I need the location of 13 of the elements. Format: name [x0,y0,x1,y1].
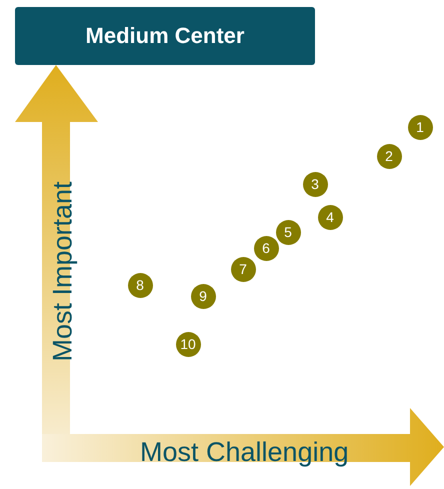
numbered-marker: 4 [318,204,342,230]
title-banner: Medium Center [15,7,315,65]
numbered-marker: 10 [176,332,200,356]
x-axis-title: Most Challenging [140,437,349,468]
numbered-marker: 6 [254,236,278,260]
numbered-marker: 7 [230,256,256,282]
numbered-marker: 5 [276,220,300,244]
numbered-marker: 9 [190,284,216,308]
numbered-marker: 3 [302,172,328,196]
y-axis-title: Most Important [48,180,78,364]
numbered-marker: 2 [376,144,402,168]
numbered-marker: 1 [408,114,432,140]
numbered-marker: 8 [128,272,152,298]
